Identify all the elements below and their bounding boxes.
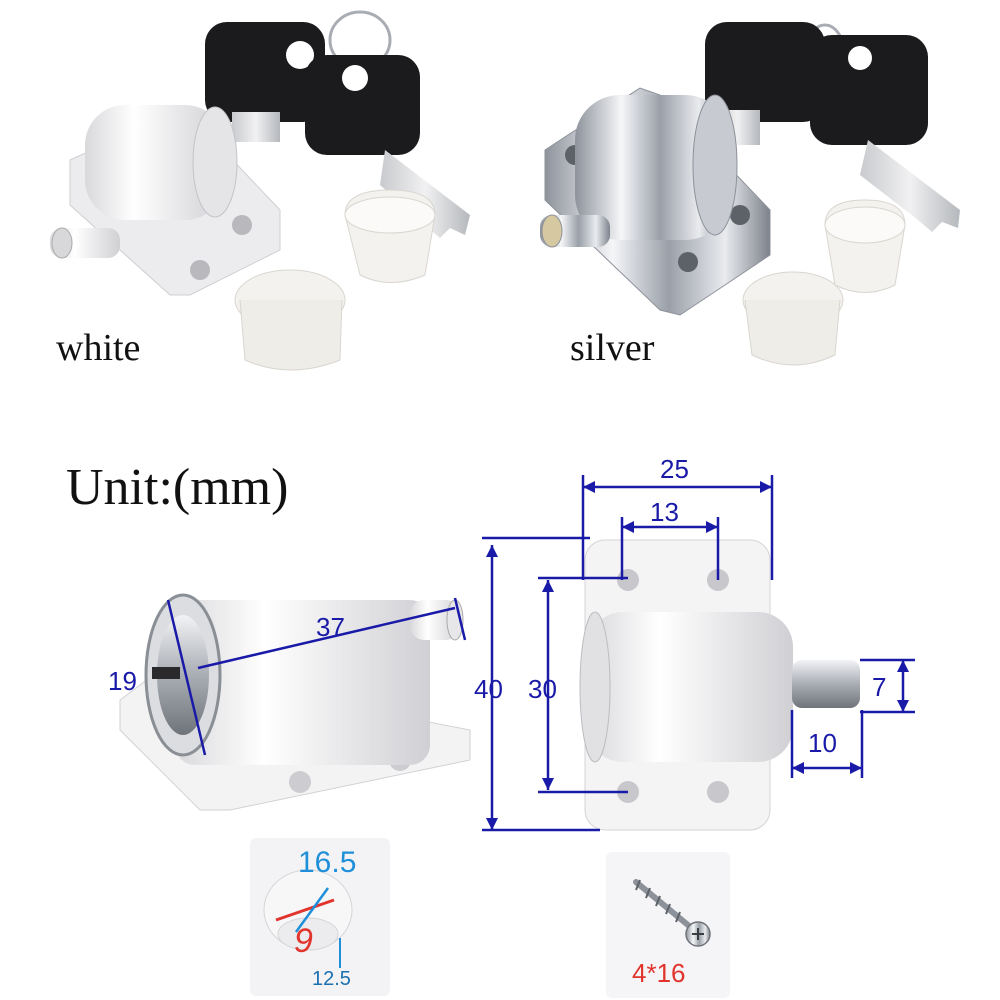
white-lock-photo [50, 10, 470, 371]
dim-hole-spacing-vertical: 30 [528, 674, 557, 704]
white-striker-pieces [234, 189, 436, 371]
dimension-arrowheads [486, 481, 909, 830]
dimension-lines [166, 475, 915, 832]
silver-variant-label: silver [570, 327, 655, 369]
lock-front-view [579, 539, 860, 831]
screw-icon [633, 879, 711, 947]
striker-inner-diameter: 9 [294, 922, 313, 960]
striker-outer-diameter: 16.5 [298, 846, 357, 879]
dim-width: 25 [660, 454, 689, 484]
silver-lock-photo [540, 22, 960, 366]
dim-length: 37 [316, 612, 345, 642]
silver-key-front [810, 35, 960, 232]
dim-hole-spacing-horizontal: 13 [650, 497, 679, 527]
screw-size-label: 4*16 [632, 958, 686, 988]
dim-height: 40 [474, 674, 503, 704]
silver-striker-pieces [742, 199, 906, 366]
dim-diameter: 19 [108, 666, 137, 696]
dim-bolt-diameter: 7 [872, 672, 887, 702]
dim-bolt-extension: 10 [808, 728, 837, 758]
white-key-back [205, 22, 325, 142]
lock-side-view [119, 593, 471, 811]
striker-thumbnail: 16.5 9 12.5 [250, 838, 390, 996]
white-variant-label: white [56, 327, 141, 369]
unit-label: Unit:(mm) [66, 459, 289, 516]
striker-height: 12.5 [312, 968, 351, 990]
screw-drawing [633, 879, 711, 947]
striker-drawing [263, 869, 353, 968]
screw-thumbnail: 4*16 [606, 852, 730, 998]
white-key-front [305, 55, 470, 238]
